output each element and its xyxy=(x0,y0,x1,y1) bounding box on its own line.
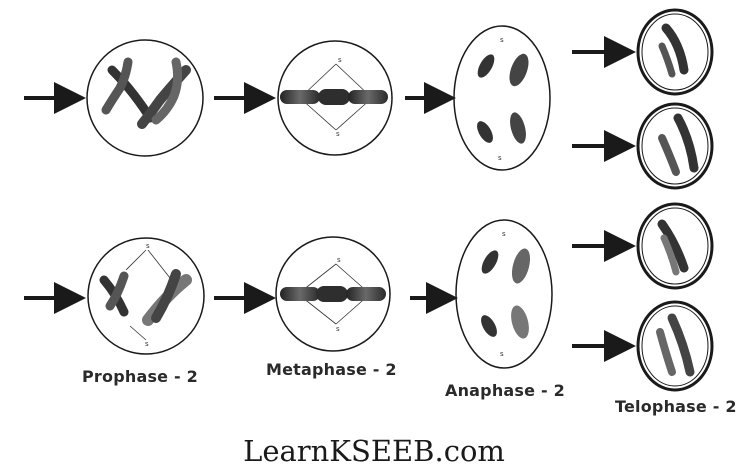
prophase-cell-bottom: s s xyxy=(87,237,205,355)
svg-text:s: s xyxy=(337,256,341,264)
svg-text:s: s xyxy=(498,154,502,162)
prophase-label: Prophase - 2 xyxy=(82,367,198,386)
telophase-cell-top-2 xyxy=(636,102,714,190)
svg-text:s: s xyxy=(500,36,504,44)
svg-text:s: s xyxy=(336,130,340,138)
svg-text:s: s xyxy=(502,230,506,238)
svg-text:s: s xyxy=(336,325,340,333)
telophase-cell-bottom-1 xyxy=(636,202,714,290)
svg-text:s: s xyxy=(338,56,342,64)
site-watermark: LearnKSEEB.com xyxy=(243,434,505,468)
anaphase-cell-bottom: s s xyxy=(455,219,553,369)
anaphase-label: Anaphase - 2 xyxy=(445,381,565,400)
svg-text:s: s xyxy=(146,242,150,250)
bottom-row: s s s s xyxy=(24,202,714,392)
svg-text:s: s xyxy=(145,340,149,348)
telophase-cell-bottom-2 xyxy=(636,300,714,392)
metaphase-label: Metaphase - 2 xyxy=(266,360,397,379)
telophase-label: Telophase - 2 xyxy=(615,397,737,416)
svg-text:s: s xyxy=(500,350,504,358)
telophase-cell-top-1 xyxy=(636,8,714,96)
metaphase-cell-top: s s xyxy=(277,40,393,156)
anaphase-cell-top: s s xyxy=(453,25,551,171)
prophase-cell-top xyxy=(86,39,204,157)
metaphase-cell-bottom: s s xyxy=(275,236,391,352)
top-row: s s s s xyxy=(24,8,714,190)
